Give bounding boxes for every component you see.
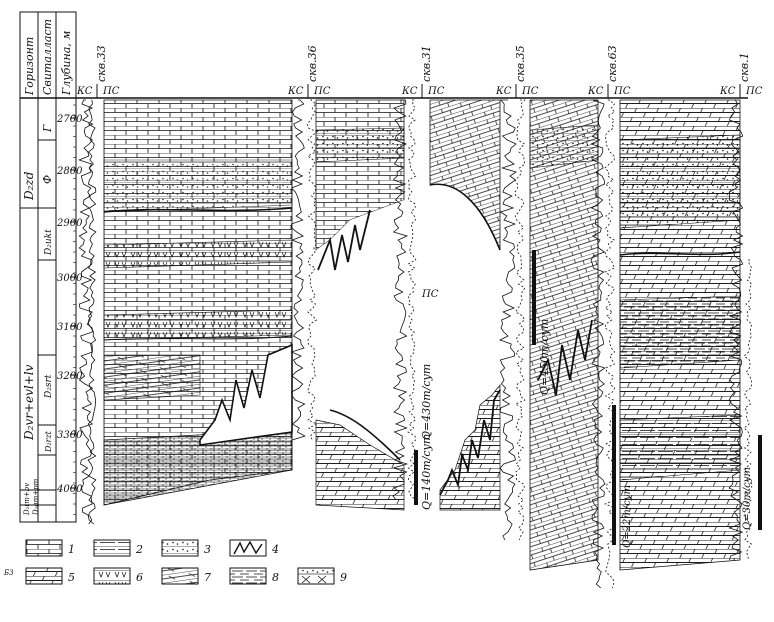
strat-d2zd: D₂zd	[22, 171, 36, 201]
flow-test-bars	[414, 250, 762, 545]
well-log-curves	[78, 99, 753, 589]
well-ks-label: КС	[495, 86, 512, 97]
flow-label-4: Q=22т/сут	[622, 485, 633, 548]
legend-number: 3	[204, 543, 211, 556]
well-ps-label: ПС	[102, 86, 120, 97]
legend-number: 2	[135, 543, 143, 556]
legend-number: 9	[340, 571, 347, 584]
legend-swatch	[161, 539, 199, 557]
depth-tick-label: 3300	[57, 430, 83, 441]
depth-column: 2700 2800 2900 3000 3100 3200 3300 4000	[19, 11, 83, 523]
legend-number: 1	[68, 543, 75, 556]
well-name: скв.63	[606, 45, 619, 82]
header-depth: Глубина, м	[60, 31, 73, 96]
depth-tick-label: 3200	[57, 371, 83, 382]
corner-mark: БЗ	[3, 569, 14, 577]
well-ps-label: ПС	[613, 86, 631, 97]
extra-ps-label: ПС	[421, 289, 439, 300]
depth-tick-label: 2700	[56, 114, 83, 125]
flow-label-1: Q=430т/сут	[420, 364, 433, 440]
depth-tick-label: 3000	[57, 273, 83, 284]
legend-number: 7	[204, 571, 211, 584]
well-name: скв.31	[420, 45, 433, 82]
legend-swatch	[93, 539, 131, 557]
header-horizon: Горизонт	[23, 37, 36, 96]
depth-tick-label: 2800	[56, 166, 83, 177]
strat-d2tm: D₂tm+bv	[23, 483, 31, 516]
legend-swatch	[229, 567, 267, 585]
strat-d2rzt: D₂rzt	[44, 430, 53, 453]
legend-swatch	[229, 539, 267, 557]
strat-d2am: D₂am+pm	[32, 478, 40, 516]
well-ps-label: ПС	[313, 86, 331, 97]
well-name: скв.1	[738, 52, 751, 82]
legend-swatch	[161, 567, 199, 585]
flow-label-2: Q=140т/сут	[420, 434, 433, 510]
legend-number: 8	[272, 571, 279, 584]
flow-label-3: Q=450т/сут	[538, 319, 551, 395]
depth-tick-label: 4000	[56, 484, 83, 495]
legend-number: 6	[136, 571, 143, 584]
legend-swatch	[93, 567, 131, 585]
legend-swatch	[25, 567, 63, 585]
well-ps-label: ПС	[521, 86, 539, 97]
strat-f: Ф	[41, 175, 54, 184]
legend-number: 4	[271, 543, 279, 556]
strat-d2vr: D₂vr+evl+lv	[22, 364, 36, 441]
well-name: скв.35	[514, 45, 527, 82]
legend-number: 5	[68, 571, 75, 584]
strat-d2ukt: D₂ukt	[44, 229, 54, 256]
legend: 1 2 3 4 5 6 7 8 9	[25, 539, 347, 585]
lithology-panels	[103, 99, 741, 571]
legend-swatch	[25, 539, 63, 557]
well-ks-label: КС	[76, 86, 93, 97]
well-ks-label: КС	[401, 86, 418, 97]
well-ks-label: КС	[719, 86, 736, 97]
well-ps-label: ПС	[427, 86, 445, 97]
well-ks-label: КС	[587, 86, 604, 97]
depth-tick-label: 2900	[56, 218, 83, 229]
strat-g: Г	[41, 124, 54, 133]
depth-tick-label: 3100	[57, 322, 83, 333]
well-ks-label: КС	[287, 86, 304, 97]
well-ps-label: ПС	[745, 86, 763, 97]
well-name: скв.36	[306, 45, 319, 82]
well-name: скв.33	[95, 45, 108, 82]
flow-label-5: Q=30т/сут	[742, 467, 753, 530]
header-suite: Свиталласт	[41, 19, 54, 95]
strat-d2srt: D₂srt	[44, 374, 54, 399]
